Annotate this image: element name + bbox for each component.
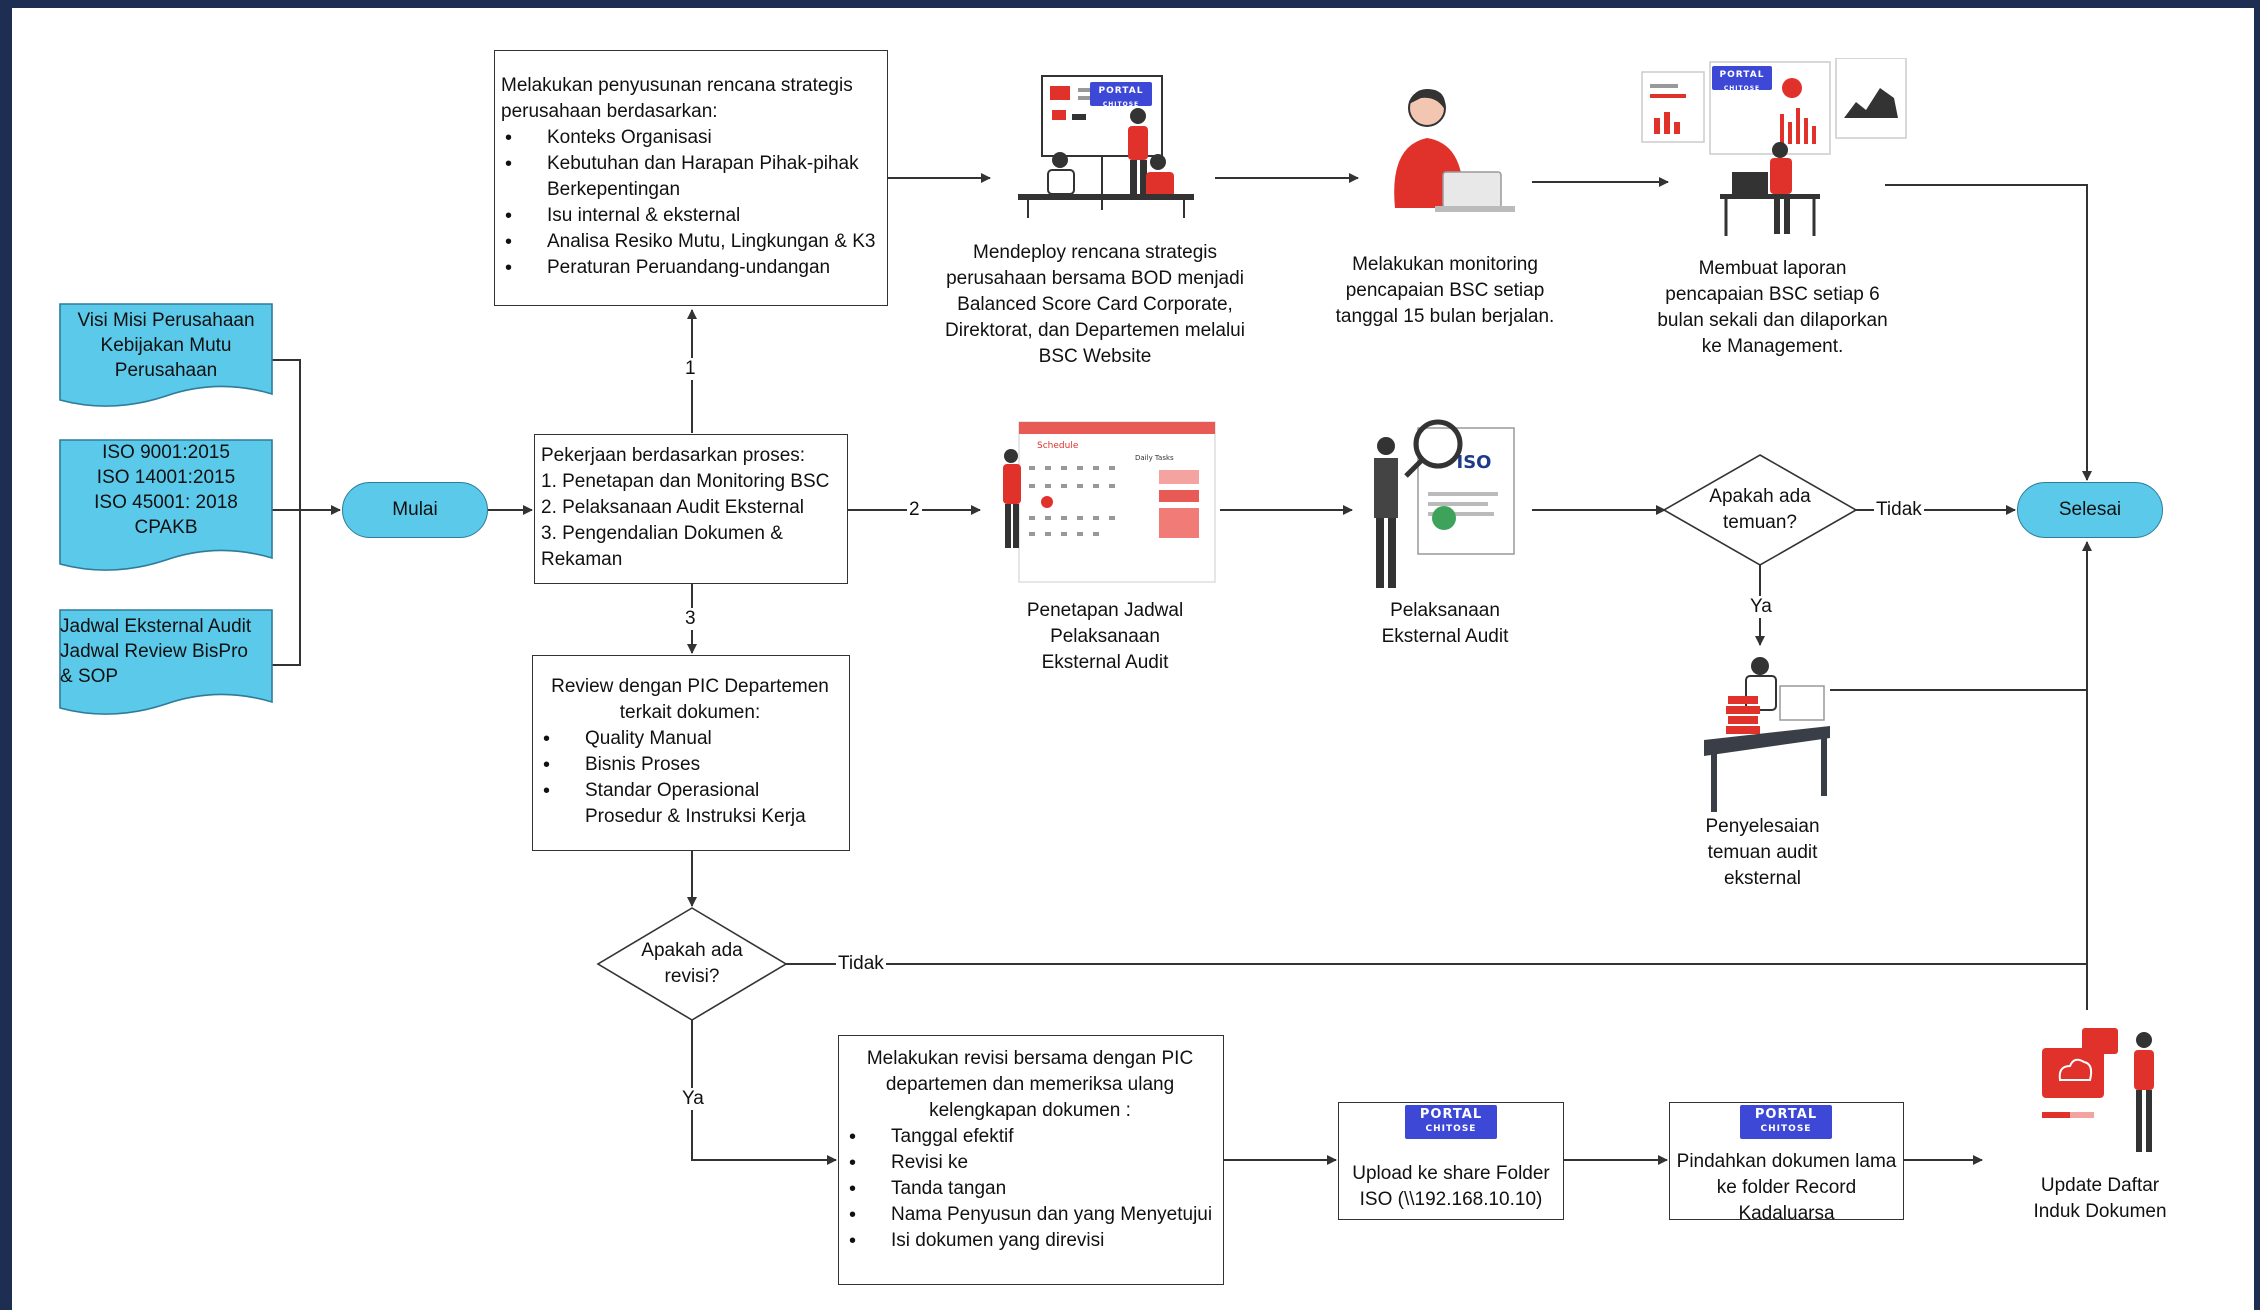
edge-label-ya-revision: Ya — [680, 1088, 706, 1110]
revision-item: Tanggal efektif — [845, 1124, 1215, 1150]
input-doc-schedule: Jadwal Eksternal Audit Jadwal Review Bis… — [60, 616, 252, 687]
revision-item: Tanda tangan — [845, 1176, 1215, 1202]
revision-title: Melakukan revisi bersama dengan PIC depa… — [866, 1048, 1194, 1121]
edge-label-tidak-revision: Tidak — [836, 953, 886, 975]
caption-update: Update Daftar Induk Dokumen — [2033, 1175, 2167, 1222]
review-box: Review dengan PIC Departemen terkait dok… — [532, 655, 850, 851]
caption-monitoring: Melakukan monitoring pencapaian BSC seti… — [1335, 254, 1555, 327]
doc-shape-schedule — [59, 609, 273, 715]
input-doc-iso: ISO 9001:2015 ISO 14001:2015 ISO 45001: … — [94, 442, 238, 538]
schedule-header-text: Schedule — [1037, 441, 1079, 451]
strategy-item: Konteks Organisasi — [501, 125, 879, 151]
process-main-box: Pekerjaan berdasarkan proses: 1. Penetap… — [534, 434, 848, 584]
process-main-line-2: 2. Pelaksanaan Audit Eksternal — [541, 497, 805, 518]
caption-deploy: Mendeploy rencana strategis perusahaan b… — [945, 242, 1245, 367]
edge-label-2: 2 — [907, 499, 922, 521]
revision-item: Revisi ke — [845, 1150, 1215, 1176]
findings-question: Apakah ada temuan? — [1709, 486, 1811, 533]
strategy-title: Melakukan penyusunan rencana strategis p… — [501, 75, 853, 122]
edge-label-1: 1 — [683, 358, 698, 380]
caption-schedule: Penetapan Jadwal Pelaksanaan Eksternal A… — [1026, 600, 1184, 673]
revision-item: Isi dokumen yang direvisi — [845, 1228, 1215, 1254]
caption-finding-fix: Penyelesaian temuan audit eksternal — [1705, 816, 1820, 889]
review-item: Quality Manual — [539, 726, 841, 752]
caption-report: Membuat laporan pencapaian BSC setiap 6 … — [1657, 258, 1888, 357]
report-illustration — [1641, 58, 1907, 236]
caption-audit: Pelaksanaan Eksternal Audit — [1381, 600, 1509, 647]
upload-text: Upload ke share Folder ISO (\\192.168.10… — [1352, 1163, 1550, 1210]
strategy-item: Analisa Resiko Mutu, Lingkungan & K3 — [501, 229, 879, 255]
review-item: Standar Operasional Prosedur & Instruksi… — [539, 778, 841, 830]
review-item: Bisnis Proses — [539, 752, 841, 778]
doc-bracket — [272, 359, 301, 666]
schedule-side-text: Daily Tasks — [1135, 454, 1174, 462]
revision-diamond — [596, 907, 788, 1021]
edge-label-3: 3 — [683, 608, 698, 630]
strategy-item: Kebutuhan dan Harapan Pihak-pihak Berkep… — [501, 151, 879, 203]
move-text: Pindahkan dokumen lama ke folder Record … — [1676, 1151, 1897, 1220]
review-title: Review dengan PIC Departemen terkait dok… — [551, 676, 829, 723]
process-main-title: Pekerjaan berdasarkan proses: — [541, 445, 806, 466]
findings-diamond — [1662, 454, 1858, 566]
update-illustration — [2042, 1028, 2154, 1152]
edge-label-ya-findings: Ya — [1748, 596, 1774, 618]
doc-shape-iso — [59, 439, 273, 571]
edge-label-tidak-findings: Tidak — [1874, 499, 1924, 521]
start-terminal: Mulai — [342, 482, 488, 538]
end-terminal: Selesai — [2017, 482, 2163, 538]
revision-question: Apakah ada revisi? — [641, 940, 743, 987]
strategy-item: Isu internal & eksternal — [501, 203, 879, 229]
audit-illustration: ISO — [1374, 419, 1515, 588]
finding-fix-illustration — [1704, 657, 1830, 812]
schedule-illustration: Schedule Daily Tasks — [1003, 421, 1216, 583]
process-main-line-3: 3. Pengendalian Dokumen & — [541, 523, 783, 544]
revision-item: Nama Penyusun dan yang Menyetujui — [845, 1202, 1215, 1228]
strategy-item: Peraturan Peruandang-undangan — [501, 255, 879, 281]
process-main-line-1: 1. Penetapan dan Monitoring BSC — [541, 471, 830, 492]
revision-box: Melakukan revisi bersama dengan PIC depa… — [838, 1035, 1224, 1285]
monitoring-illustration — [1394, 89, 1515, 212]
input-doc-vision: Visi Misi Perusahaan Kebijakan Mutu Peru… — [77, 310, 255, 381]
doc-shape-vision — [59, 303, 273, 407]
iso-text: ISO — [1457, 452, 1492, 473]
process-main-line-4: Rekaman — [541, 549, 623, 570]
strategy-box: Melakukan penyusunan rencana strategis p… — [494, 50, 888, 306]
